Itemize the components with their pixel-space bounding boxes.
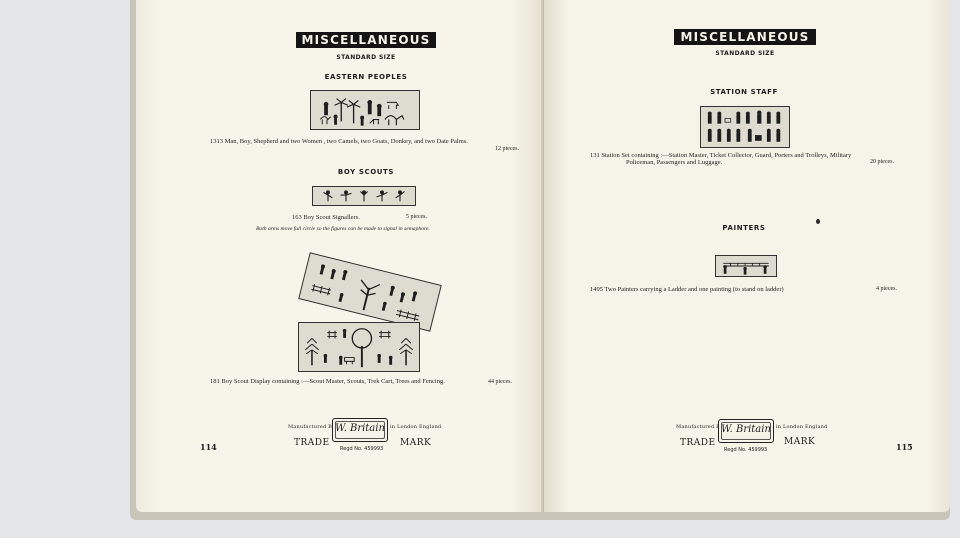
mark-label: MARK [400, 438, 432, 448]
britain-logo: W. Britain [718, 419, 774, 443]
scout-display-lower-illustration [298, 322, 420, 372]
trade-label: TRADE [294, 438, 330, 448]
boy-scouts-illustration [312, 186, 416, 206]
item-1313-caption: 1313 Man, Boy, Shepherd and two Women , … [210, 138, 468, 145]
item-1495-pieces: 4 pieces. [876, 286, 897, 292]
trade-label: TRADE [680, 438, 716, 448]
item-1495-caption: 1495 Two Painters carrying a Ladder and … [590, 286, 784, 293]
section-heading-eastern: EASTERN PEOPLES [324, 73, 408, 81]
item-163-pieces: 5 pieces. [406, 214, 427, 220]
page-number-right: 115 [896, 442, 913, 452]
manufactured-by-label: Manufactured By [676, 424, 724, 430]
page-banner: MISCELLANEOUS [674, 29, 816, 45]
london-label: in London England [390, 424, 442, 430]
page-number-left: 114 [200, 442, 217, 452]
page-banner: MISCELLANEOUS [296, 32, 436, 48]
section-heading-painters: PAINTERS [722, 224, 766, 232]
station-staff-illustration [700, 106, 790, 148]
semaphore-note: Both arms move full circle so the figure… [256, 226, 430, 232]
manufactured-by-label: Manufactured By [288, 424, 336, 430]
size-label: STANDARD SIZE [336, 54, 396, 61]
item-181-pieces: 44 pieces. [488, 379, 512, 385]
ink-speck [816, 219, 820, 224]
item-1313-pieces: 12 pieces. [495, 146, 519, 152]
scout-display-upper-illustration [298, 252, 442, 332]
section-heading-station: STATION STAFF [710, 88, 778, 96]
size-label: STANDARD SIZE [715, 50, 775, 57]
item-131-caption-line2: Policeman, Passengers and Luggage. [626, 159, 723, 166]
london-label: in London England [776, 424, 828, 430]
left-page: MISCELLANEOUS STANDARD SIZE EASTERN PEOP… [136, 0, 544, 512]
eastern-peoples-illustration [310, 90, 420, 130]
painters-illustration [715, 255, 777, 277]
right-page: MISCELLANEOUS STANDARD SIZE STATION STAF… [544, 0, 950, 512]
section-heading-scouts: BOY SCOUTS [337, 168, 395, 176]
registered-number: Regd No. 459993 [724, 447, 768, 453]
item-131-pieces: 20 pieces. [870, 159, 894, 165]
item-163-caption: 163 Boy Scout Signallers. [292, 214, 360, 221]
registered-number: Regd No. 459993 [340, 446, 384, 452]
britain-logo: W. Britain [332, 418, 388, 442]
item-181-caption: 181 Boy Scout Display containing :—Scout… [210, 378, 445, 385]
item-131-caption-line1: 131 Station Set containing :—Station Mas… [590, 152, 852, 159]
mark-label: MARK [784, 437, 816, 447]
